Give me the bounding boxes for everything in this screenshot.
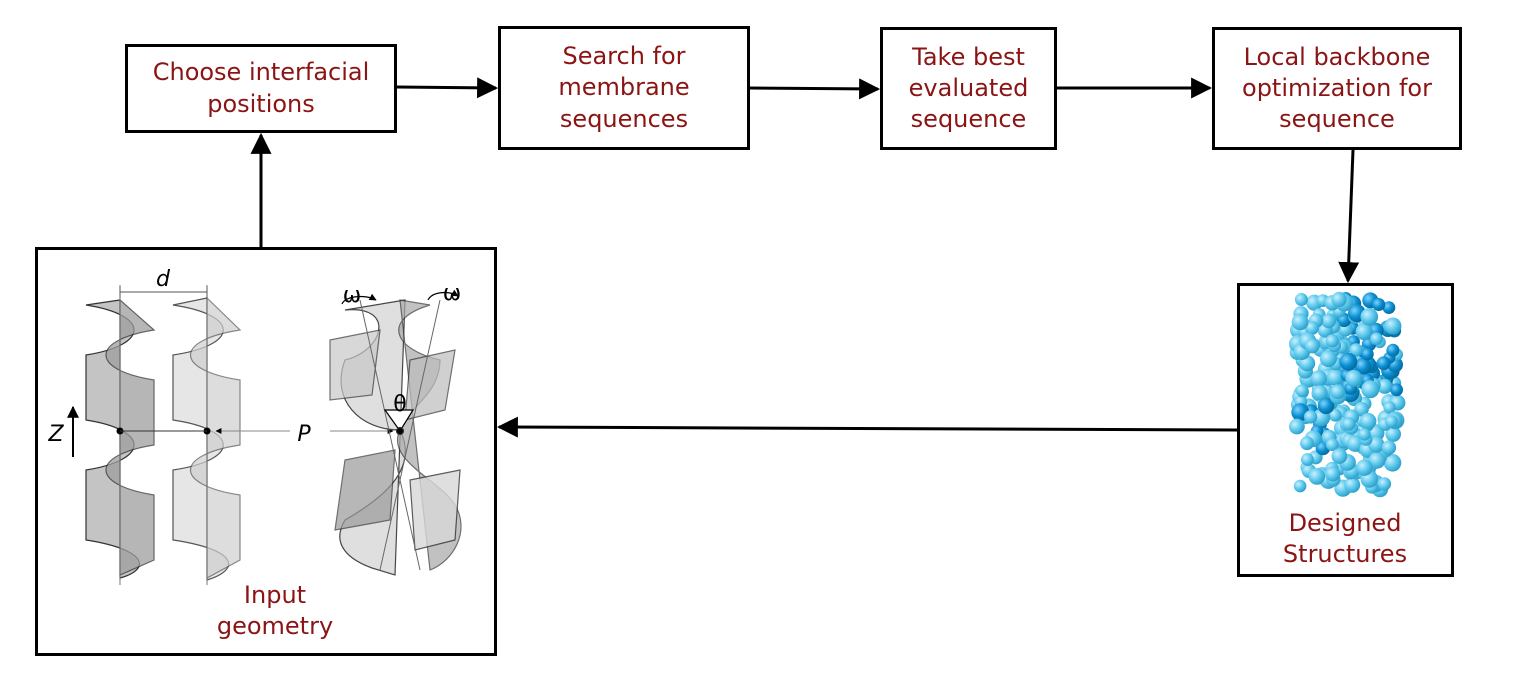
atom-sphere xyxy=(1291,313,1309,331)
atom-sphere xyxy=(1349,343,1363,357)
step-local-backbone-optimization: Local backbone optimization for sequence xyxy=(1212,27,1462,150)
atom-sphere xyxy=(1345,369,1363,387)
caption-text: Input geometry xyxy=(216,581,334,641)
atom-sphere xyxy=(1308,468,1326,485)
atom-sphere xyxy=(1370,332,1383,346)
atom-sphere xyxy=(1293,479,1307,493)
atom-sphere xyxy=(1360,308,1379,326)
atom-sphere xyxy=(1330,384,1346,400)
step-search-membrane-sequences: Search for membrane sequences xyxy=(498,26,750,150)
atom-sphere xyxy=(1319,350,1337,368)
arrow-designed-to-input xyxy=(496,416,1238,438)
omega-rotation-right xyxy=(427,289,459,301)
atom-sphere xyxy=(1358,428,1371,441)
atom-sphere xyxy=(1386,343,1400,357)
arrow-choose-to-search xyxy=(396,77,499,99)
arrow-search-to-best xyxy=(749,78,881,100)
atom-sphere xyxy=(1304,410,1318,424)
symbol-theta: θ xyxy=(393,392,406,417)
atom-sphere xyxy=(1346,435,1364,452)
symbol-z: Z xyxy=(47,422,64,447)
parallel-helices xyxy=(67,285,394,585)
step-label: Search for membrane sequences xyxy=(558,42,690,133)
symbol-p: P xyxy=(297,422,311,447)
atom-sphere xyxy=(1384,317,1402,335)
step-take-best-sequence: Take best evaluated sequence xyxy=(880,27,1057,150)
symbol-d: d xyxy=(156,267,171,292)
atom-sphere xyxy=(1331,291,1347,308)
designed-structures-caption: Designed Structures xyxy=(1240,508,1450,570)
atom-sphere xyxy=(1289,418,1305,435)
atom-sphere xyxy=(1372,298,1386,311)
atom-sphere xyxy=(1355,323,1373,341)
helix-left-1 xyxy=(85,298,156,579)
input-geometry-panel xyxy=(35,247,497,656)
step-label: Choose interfacial positions xyxy=(152,58,370,118)
atom-sphere xyxy=(1328,408,1342,422)
atom-sphere xyxy=(1321,313,1336,329)
atom-sphere xyxy=(1359,412,1377,430)
atom-sphere xyxy=(1305,321,1319,335)
atom-sphere xyxy=(1295,384,1309,398)
atom-sphere xyxy=(1385,426,1401,442)
symbol-omega-left: ω xyxy=(343,283,361,308)
atom-sphere xyxy=(1368,451,1386,469)
atom-sphere xyxy=(1354,357,1372,375)
atom-sphere xyxy=(1361,380,1380,399)
flow-arrows xyxy=(250,77,1360,438)
symbol-omega-right: ω xyxy=(443,281,461,306)
atom-sphere xyxy=(1325,466,1341,482)
atom-sphere xyxy=(1344,476,1361,493)
atom-sphere xyxy=(1339,352,1358,371)
arrow-local-to-designed xyxy=(1338,149,1360,284)
atom-sphere xyxy=(1376,356,1391,371)
atom-sphere xyxy=(1331,448,1348,464)
atom-sphere xyxy=(1383,454,1402,472)
atom-sphere xyxy=(1356,459,1373,476)
atom-sphere xyxy=(1385,415,1398,428)
atom-sphere xyxy=(1300,436,1314,451)
atom-sphere xyxy=(1326,369,1344,386)
crossed-helices xyxy=(329,289,462,576)
protein-sphere-model xyxy=(1289,291,1406,498)
atom-sphere xyxy=(1381,440,1397,455)
step-label: Take best evaluated sequence xyxy=(908,42,1029,134)
atom-sphere xyxy=(1301,453,1314,466)
atom-sphere xyxy=(1317,397,1335,415)
atom-sphere xyxy=(1310,370,1328,387)
atom-sphere xyxy=(1325,438,1339,451)
helix-left-2 xyxy=(172,296,242,581)
step-label: Local backbone optimization for sequence xyxy=(1242,42,1432,134)
atom-sphere xyxy=(1377,477,1392,491)
atom-sphere xyxy=(1383,401,1396,414)
atom-sphere xyxy=(1342,417,1356,431)
atom-sphere xyxy=(1325,334,1339,348)
atom-sphere xyxy=(1294,293,1308,306)
atom-sphere xyxy=(1354,401,1369,417)
atom-sphere xyxy=(1312,385,1328,401)
input-geometry-caption: Input geometry xyxy=(200,580,350,642)
caption-text: Designed Structures xyxy=(1282,509,1408,569)
atom-sphere xyxy=(1304,338,1320,354)
atom-sphere xyxy=(1361,347,1374,361)
atom-sphere xyxy=(1382,301,1396,314)
atom-sphere xyxy=(1390,383,1403,397)
omega-rotation-left xyxy=(341,293,377,305)
step-choose-interfacial-positions: Choose interfacial positions xyxy=(125,44,397,133)
atom-sphere xyxy=(1377,378,1393,394)
